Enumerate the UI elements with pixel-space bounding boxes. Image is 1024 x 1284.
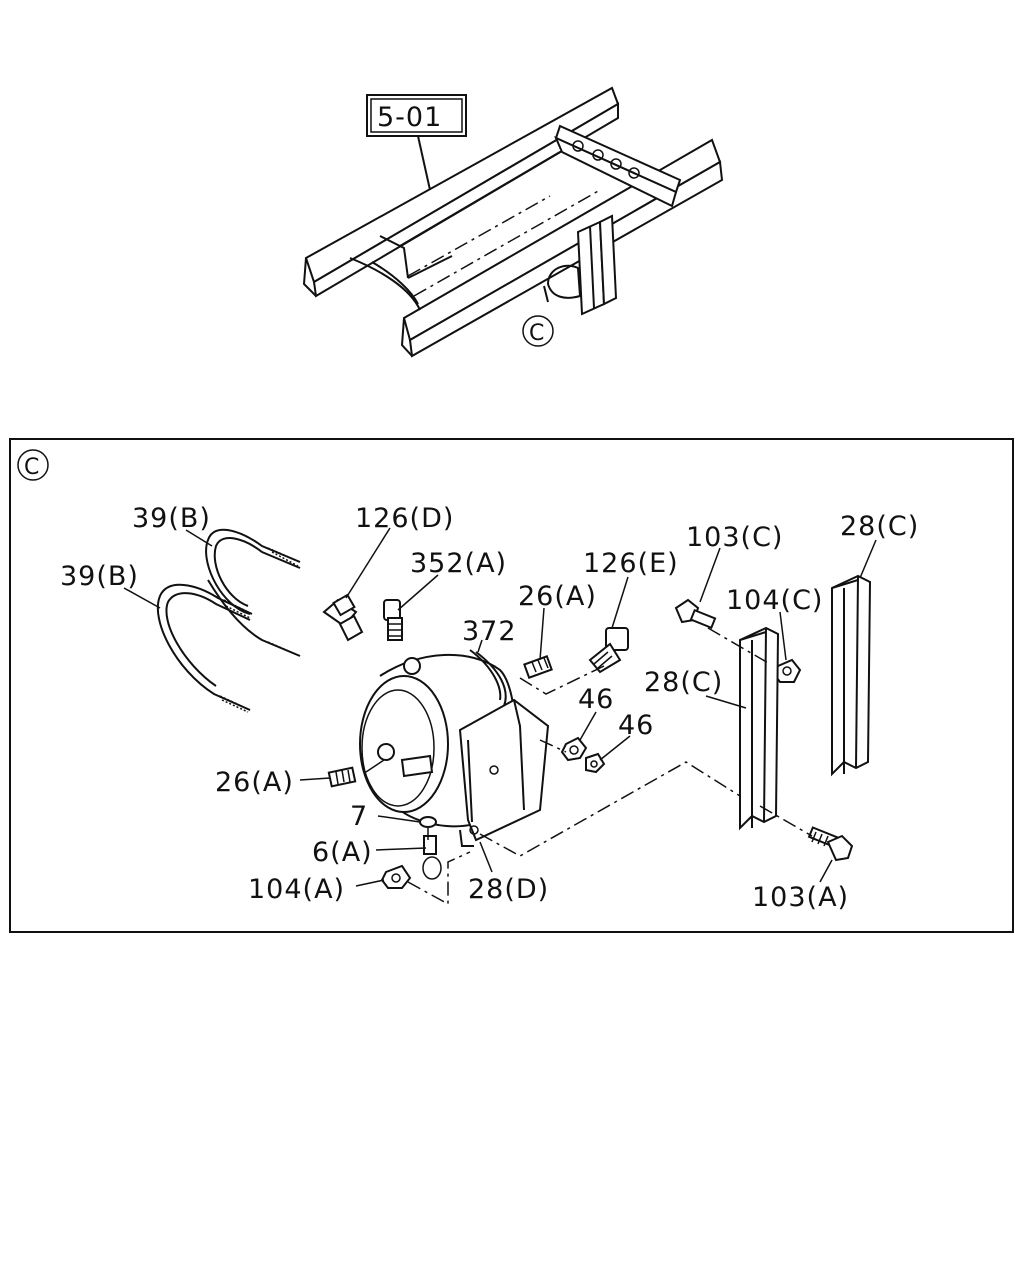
label-103c: 103(C) bbox=[686, 522, 783, 553]
channel-28c-rear bbox=[831, 574, 872, 777]
plug-26a-top bbox=[523, 655, 553, 679]
washer-7 bbox=[419, 816, 437, 828]
label-352a: 352(A) bbox=[410, 548, 507, 579]
label-46-2: 46 bbox=[618, 710, 654, 741]
channel-28c-front bbox=[739, 626, 780, 831]
air-tank-372 bbox=[359, 649, 517, 828]
drain-cock-6a bbox=[422, 835, 442, 880]
bolt-103a bbox=[807, 826, 854, 862]
fitting-126e bbox=[588, 627, 629, 674]
label-6a: 6(A) bbox=[312, 837, 373, 868]
label-28c-rear: 28(C) bbox=[840, 511, 919, 542]
label-7: 7 bbox=[350, 801, 368, 832]
label-126d: 126(D) bbox=[355, 503, 454, 534]
bracket-28d bbox=[458, 698, 550, 847]
label-126e: 126(E) bbox=[583, 548, 679, 579]
chassis-frame-overview: 5-01 C bbox=[302, 86, 724, 358]
label-103a: 103(A) bbox=[752, 882, 849, 913]
label-26a-top: 26(A) bbox=[518, 581, 597, 612]
valve-352a bbox=[383, 599, 403, 641]
label-104a: 104(A) bbox=[248, 874, 345, 905]
u-bolt-lower bbox=[156, 583, 253, 713]
label-46-1: 46 bbox=[578, 684, 614, 715]
fitting-126d bbox=[322, 593, 364, 642]
label-28d: 28(D) bbox=[468, 874, 549, 905]
detail-marker-overview: C bbox=[529, 321, 544, 346]
nut-46-1 bbox=[560, 736, 588, 762]
plug-26a-left bbox=[327, 766, 357, 788]
ref-box-label: 5-01 bbox=[377, 102, 442, 133]
label-39b-upper: 39(B) bbox=[132, 503, 211, 534]
label-372: 372 bbox=[462, 616, 517, 647]
detail-frame bbox=[9, 438, 1014, 933]
label-39b-lower: 39(B) bbox=[60, 561, 139, 592]
detail-marker: C bbox=[24, 455, 39, 480]
label-26a-left: 26(A) bbox=[215, 767, 294, 798]
u-bolt-upper bbox=[205, 528, 301, 657]
label-104c: 104(C) bbox=[726, 585, 823, 616]
nut-46-2 bbox=[585, 752, 606, 774]
nut-104a bbox=[380, 864, 412, 889]
bolt-103c bbox=[674, 598, 717, 630]
label-28c-front: 28(C) bbox=[644, 667, 723, 698]
